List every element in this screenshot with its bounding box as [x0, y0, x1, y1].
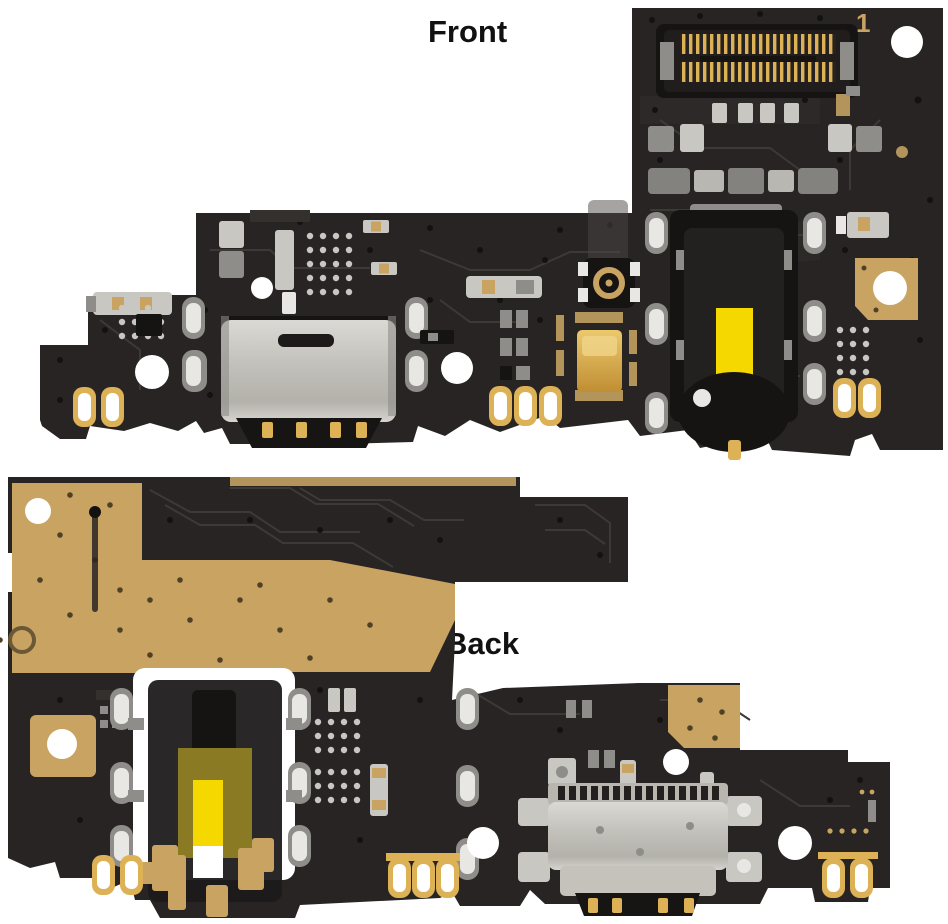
mounting-hole: [25, 498, 51, 524]
gold-edge-pad: [120, 855, 143, 895]
mounting-hole: [467, 827, 499, 859]
front-solder-pads-top: [648, 86, 882, 152]
jack-pin: [728, 440, 741, 460]
left-gold-pad: [30, 690, 122, 777]
gold-edge-pad: [73, 387, 96, 427]
usb-c-connector-back: [518, 783, 876, 916]
jack-sticker-yellow: [193, 780, 223, 846]
front-middle-components: [420, 276, 562, 426]
usb-pins: [588, 898, 694, 913]
gold-edge-pad: [92, 855, 115, 895]
small-hole: [251, 277, 273, 299]
gold-edge-pad: [514, 386, 537, 426]
copper-ground-plane: [0, 477, 516, 673]
usb-contact-comb: [558, 786, 719, 800]
back-label: Back: [445, 626, 520, 661]
gold-edge-pad: [436, 858, 459, 898]
mounting-hole: [135, 355, 169, 389]
mounting-hole: [873, 271, 907, 305]
front-right-components: [833, 212, 889, 418]
antenna-contact-plate: [855, 258, 918, 320]
b2b-pin-row-bottom: [680, 62, 836, 82]
b2b-pin-row-top: [680, 34, 836, 54]
usb-shell-slot: [278, 334, 334, 347]
mounting-hole: [891, 26, 923, 58]
back-middle-components: [92, 688, 714, 898]
gold-edge-pad: [539, 386, 562, 426]
gold-edge-pad: [858, 378, 881, 418]
usb-pins: [262, 422, 367, 438]
front-center-components: [219, 210, 397, 314]
board-to-board-connector: [656, 24, 858, 98]
back-board: [0, 477, 890, 918]
jack-sticker-white: [193, 846, 223, 878]
front-left-components: [73, 292, 207, 427]
back-right-details: [663, 685, 878, 898]
mounting-hole: [441, 352, 473, 384]
jack-gold-contacts: [142, 838, 274, 917]
gold-edge-pad: [822, 858, 845, 898]
mounting-hole: [47, 729, 77, 759]
b2b-latch-left: [660, 42, 674, 80]
gold-edge-pad: [489, 386, 512, 426]
gold-edge-pad: [412, 858, 435, 898]
antenna-connector: [578, 258, 640, 308]
front-board: 1: [40, 8, 943, 460]
jack-sticker-yellow: [716, 308, 753, 376]
usb-c-connector-front: [182, 297, 428, 448]
mounting-hole: [778, 826, 812, 860]
headphone-jack-back: [110, 668, 311, 917]
b2b-latch-right: [840, 42, 854, 80]
usb-bracket: [518, 798, 550, 826]
board-marking-1: 1: [856, 8, 870, 38]
gold-edge-pad: [850, 858, 873, 898]
gold-edge-pad: [388, 858, 411, 898]
usb-opening: [575, 893, 700, 916]
gold-edge-pad: [101, 387, 124, 427]
mounting-hole: [663, 749, 689, 775]
front-label: Front: [428, 14, 507, 49]
microphone: [556, 312, 637, 401]
headphone-jack-front: [645, 204, 826, 460]
gold-edge-pad: [833, 378, 856, 418]
usb-bracket: [518, 852, 550, 882]
